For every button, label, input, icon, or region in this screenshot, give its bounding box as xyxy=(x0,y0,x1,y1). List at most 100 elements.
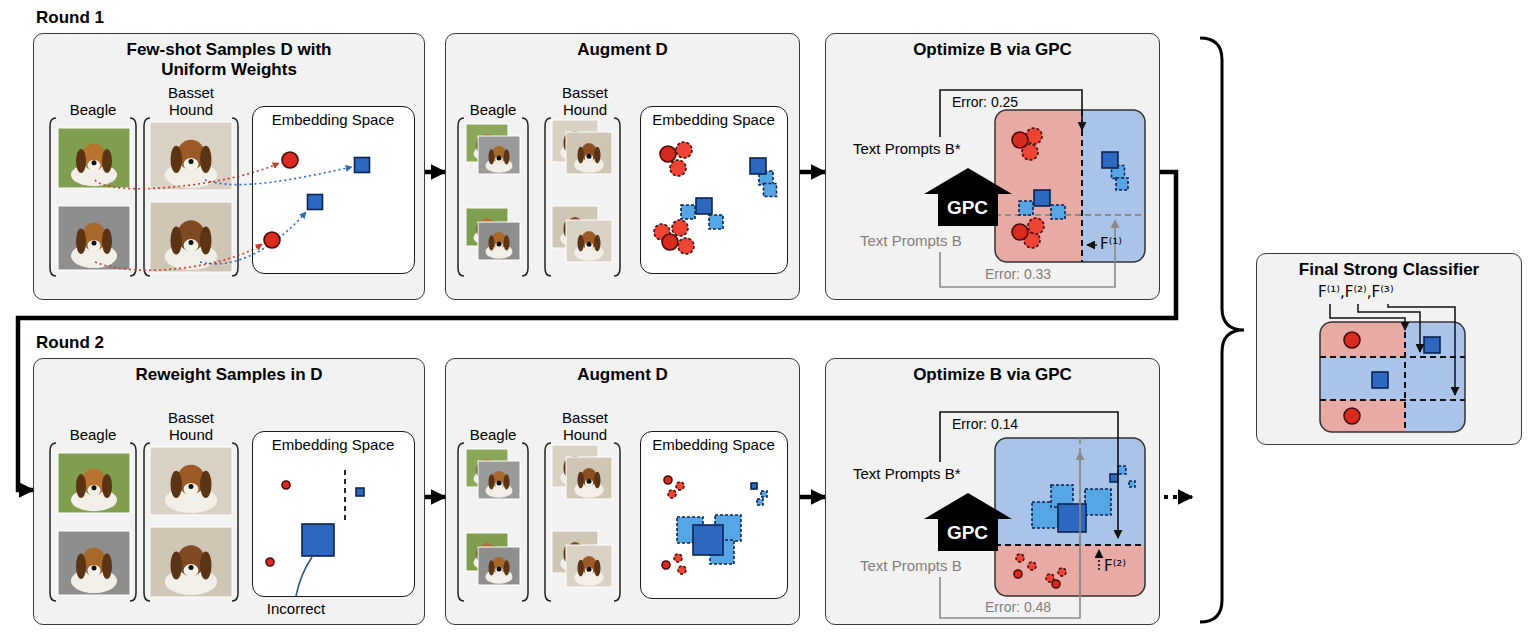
text-label: Text Prompts B xyxy=(860,232,990,249)
stage-panel: Optimize B via GPCGPC xyxy=(825,358,1160,625)
art-circle xyxy=(189,159,194,164)
gpc-text: GPC xyxy=(924,522,1012,545)
class-sample xyxy=(308,195,323,210)
text-label: Error: 0.48 xyxy=(985,599,1085,615)
bracket xyxy=(522,118,528,276)
art-ellipse xyxy=(102,228,112,254)
augmented-sample xyxy=(670,160,686,176)
decision-region xyxy=(995,438,1145,545)
class-sample xyxy=(282,152,298,168)
art-ellipse xyxy=(489,560,495,575)
stage-panel: Augment D Embedding Space xyxy=(445,33,800,300)
text-label: Basset Hound xyxy=(155,84,227,119)
decision-boundary xyxy=(1081,110,1083,262)
node-fill xyxy=(445,33,800,300)
art-ellipse xyxy=(504,474,510,489)
class-sample xyxy=(696,198,712,214)
node-fills xyxy=(33,33,1522,625)
art-ellipse xyxy=(504,235,510,250)
dog-photo xyxy=(150,447,232,515)
art-ellipse xyxy=(171,227,182,255)
art-ellipse xyxy=(171,552,182,580)
panel-title: Reweight Samples in D xyxy=(34,365,424,385)
plot-outline xyxy=(1320,322,1465,432)
art-circle xyxy=(497,481,502,486)
augmented-sample xyxy=(1116,178,1128,190)
class-sample xyxy=(1052,580,1060,588)
augmented-sample xyxy=(1051,205,1065,219)
art-ellipse xyxy=(585,479,593,487)
art-ellipse xyxy=(594,560,600,577)
incorrect-pointer xyxy=(296,557,312,596)
decision-boundary xyxy=(1320,399,1465,401)
node-fill xyxy=(33,358,425,625)
classifier-pointer xyxy=(1098,550,1100,570)
art-ellipse xyxy=(76,553,86,579)
decision-boundary xyxy=(344,470,346,522)
art-ellipse xyxy=(495,156,503,163)
art-ellipse xyxy=(489,235,495,250)
art-rect xyxy=(566,457,612,499)
class-sample xyxy=(266,558,274,566)
node-fill xyxy=(640,431,788,599)
art-rect xyxy=(566,132,612,174)
class-sample xyxy=(1012,132,1028,148)
decision-boundary xyxy=(1320,356,1465,358)
art-ellipse xyxy=(200,227,211,255)
dog-photo xyxy=(478,222,520,260)
augmented-sample xyxy=(1028,562,1036,570)
class-sample xyxy=(1372,372,1388,388)
augmented-sample xyxy=(1019,201,1033,215)
art-ellipse xyxy=(184,564,199,577)
augmented-sample xyxy=(676,482,684,490)
box-title: Embedding Space xyxy=(641,436,787,454)
art-circle xyxy=(189,484,194,489)
art-ellipse xyxy=(76,228,86,254)
art-ellipse xyxy=(184,483,199,495)
decision-region xyxy=(1320,322,1465,432)
classifier-pointer xyxy=(1330,304,1405,330)
flow-arrow xyxy=(800,495,825,500)
art-circle xyxy=(587,567,592,572)
bracket xyxy=(614,443,620,601)
text-label: F⁽¹⁾ xyxy=(1100,236,1144,253)
art-circle xyxy=(587,154,592,159)
dog-photo xyxy=(566,457,612,499)
art-rect xyxy=(150,447,232,515)
embedding-space-box: Embedding Space xyxy=(640,106,788,274)
node-fill xyxy=(252,106,415,274)
class-sample xyxy=(356,488,364,496)
decision-boundary xyxy=(995,544,1145,546)
art-ellipse xyxy=(585,242,593,250)
art-ellipse xyxy=(171,471,182,498)
dog-photo xyxy=(58,128,130,188)
art-rect xyxy=(478,547,520,585)
art-rect xyxy=(58,531,130,595)
decision-region xyxy=(1320,400,1405,432)
class-sample xyxy=(282,481,290,489)
panel-title: Augment D xyxy=(446,40,799,60)
art-ellipse xyxy=(184,158,199,170)
text-label: Error: 0.25 xyxy=(952,94,1052,110)
text-label: Basset Hound xyxy=(155,409,227,444)
art-ellipse xyxy=(88,160,101,171)
art-ellipse xyxy=(88,485,101,496)
text-label: Text Prompts B* xyxy=(853,465,983,482)
art-circle xyxy=(497,156,502,161)
augmented-sample xyxy=(674,554,682,562)
error-leader xyxy=(940,220,1115,287)
art-circle xyxy=(497,242,502,247)
dog-photo xyxy=(58,531,130,595)
error-leader xyxy=(940,90,1082,137)
node-fill xyxy=(640,106,788,274)
text-label: F⁽¹⁾,F⁽²⁾,F⁽³⁾ xyxy=(1318,284,1448,301)
art-ellipse xyxy=(495,481,503,488)
art-ellipse xyxy=(200,471,211,498)
art-ellipse xyxy=(585,567,593,575)
box-title: Embedding Space xyxy=(641,111,787,129)
decision-plot xyxy=(1320,322,1465,432)
dog-photo xyxy=(478,461,520,499)
art-ellipse xyxy=(594,235,600,252)
